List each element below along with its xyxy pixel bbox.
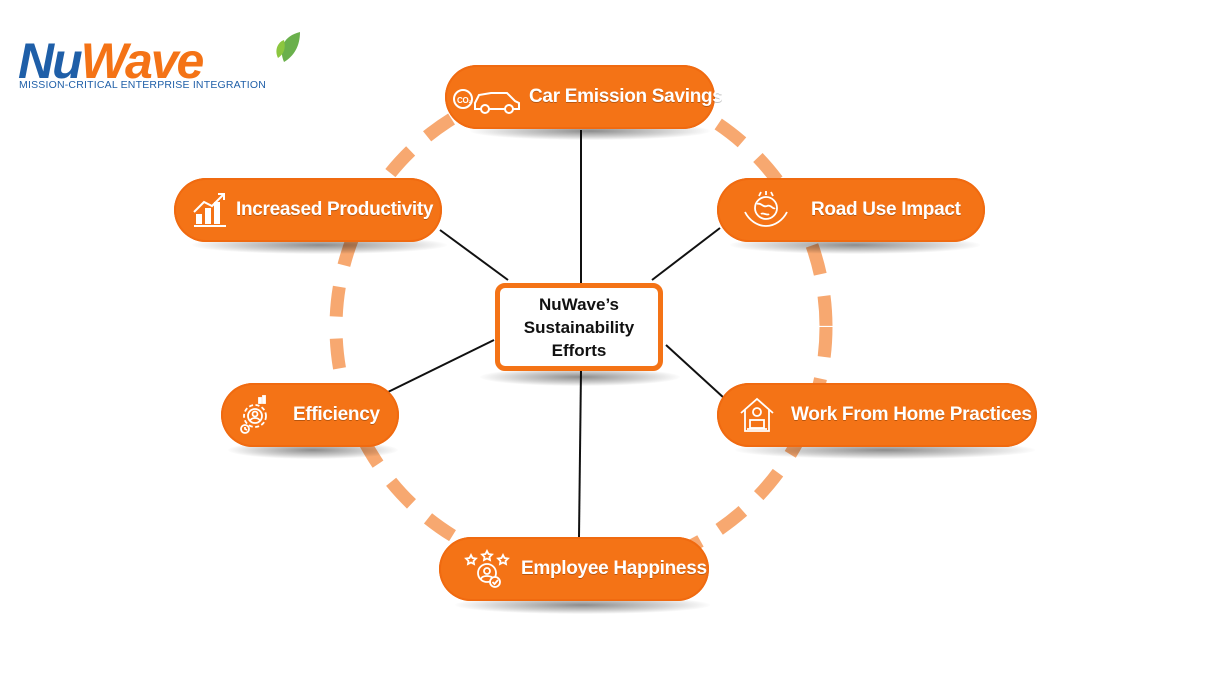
nuwave-logo: NuWave MISSION-CRITICAL ENTERPRISE INTEG… xyxy=(18,32,300,91)
connector-road xyxy=(651,227,721,281)
node-efficiency: Efficiency xyxy=(221,383,399,447)
center-title-line-3: Efforts xyxy=(551,340,607,360)
node-road-use-impact: Road Use Impact xyxy=(717,178,985,242)
node-label: Road Use Impact xyxy=(811,199,961,220)
connector-happiness xyxy=(578,369,582,538)
logo-tagline: MISSION-CRITICAL ENTERPRISE INTEGRATION xyxy=(19,79,266,91)
node-label: Car Emission Savings xyxy=(529,86,723,107)
center-title-line-2: Sustainability xyxy=(523,317,635,337)
connector-efficiency xyxy=(387,339,495,393)
connector-productivity xyxy=(439,229,509,281)
center-title-line-1: NuWave’s xyxy=(539,294,619,314)
node-label: Increased Productivity xyxy=(236,199,434,220)
globe-hands-icon xyxy=(739,190,793,230)
logo-leaf-icon xyxy=(276,32,300,62)
gear-clock-icon xyxy=(235,395,275,435)
node-car-emission-savings: CO₂ Car Emission Savings xyxy=(445,65,723,129)
growth-chart-icon xyxy=(190,190,230,230)
shadow-center xyxy=(480,368,680,386)
connector-wfh xyxy=(665,344,725,399)
connector-lines xyxy=(387,130,725,538)
node-label: Efficiency xyxy=(293,404,380,425)
svg-text:NuWave: NuWave xyxy=(18,33,204,89)
center-title-box: NuWave’s Sustainability Efforts xyxy=(495,283,663,371)
node-increased-productivity: Increased Productivity xyxy=(174,178,442,242)
node-label: Employee Happiness xyxy=(521,558,707,579)
logo-wordmark-nu: Nu xyxy=(18,33,82,89)
home-laptop-icon xyxy=(737,395,777,435)
logo-wordmark-wave: Wave xyxy=(81,33,204,89)
svg-text:CO₂: CO₂ xyxy=(457,96,472,105)
employee-stars-icon xyxy=(463,549,511,589)
node-label: Work From Home Practices xyxy=(791,404,1032,425)
node-work-from-home: Work From Home Practices xyxy=(717,383,1037,447)
car-emission-icon: CO₂ xyxy=(451,77,523,117)
node-employee-happiness: Employee Happiness xyxy=(439,537,709,601)
